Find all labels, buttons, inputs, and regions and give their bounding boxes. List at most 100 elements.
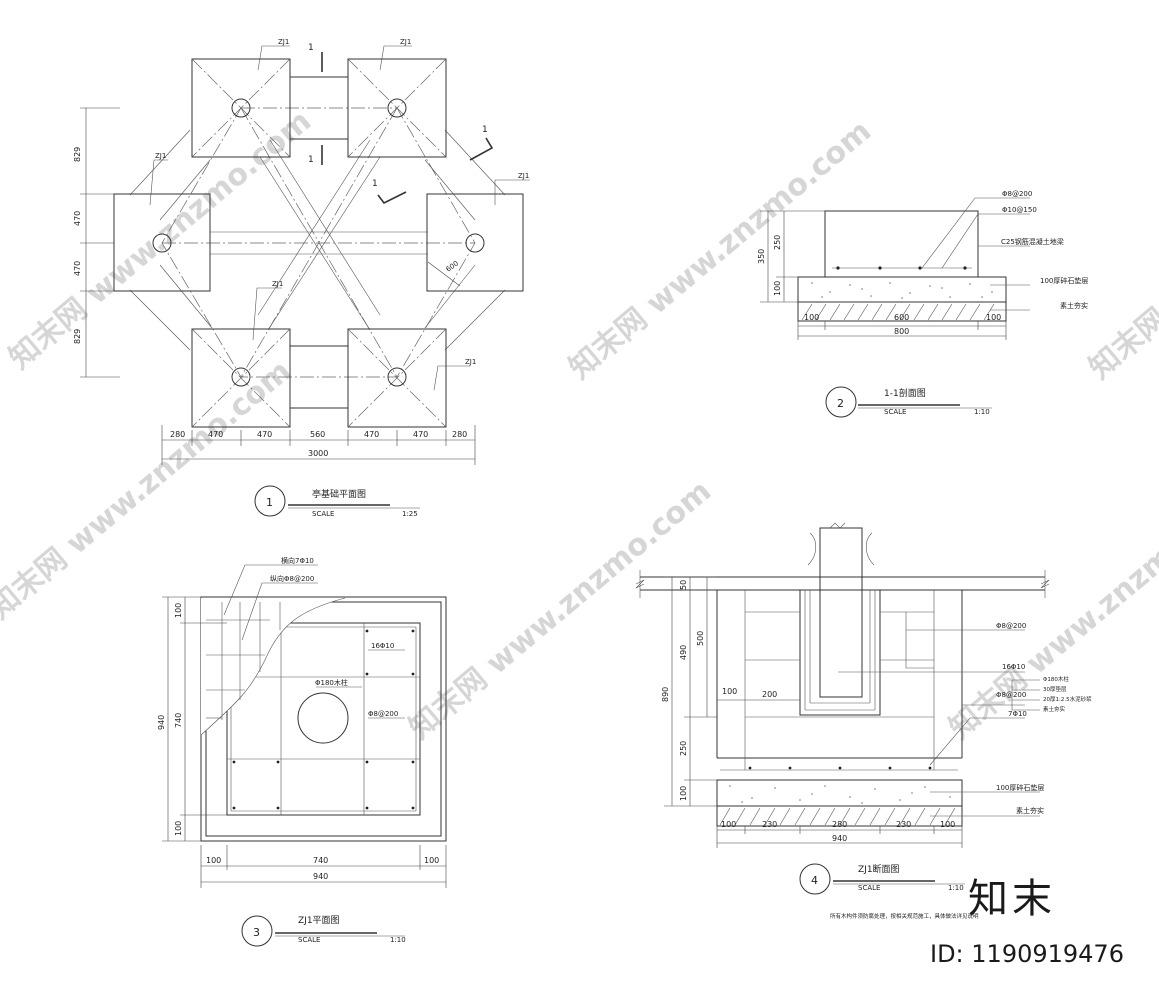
sec4-layer-3: 20厚1:2.5水泥砂浆 xyxy=(1043,695,1092,703)
plan3-column-label: Φ180木柱 xyxy=(315,678,348,687)
footing-left xyxy=(113,193,211,292)
plan1-dim-bottom-5: 470 xyxy=(364,430,379,439)
footing-bottom-left xyxy=(191,328,291,428)
sec4-layer-4: 素土夯实 xyxy=(1043,705,1066,713)
sec4-rebar-a: Φ8@200 xyxy=(996,622,1026,630)
sec11-dim-h-1: 100 xyxy=(804,313,819,322)
plan3-dim-total-h: 940 xyxy=(313,872,328,881)
plan3-dim-total-v: 940 xyxy=(157,715,166,730)
sec4-dim-h-1: 100 xyxy=(721,820,736,829)
plan3-column xyxy=(297,692,349,744)
plan1-label-zj1-c: ZJ1 xyxy=(155,152,166,160)
sec4-gravel-label: 100厚碎石垫层 xyxy=(996,783,1044,792)
plan1-dim-bottom-7: 280 xyxy=(452,430,467,439)
watermark-4: 知末网 www.znzmo.com xyxy=(403,474,718,747)
plan1-hexagon xyxy=(161,107,476,378)
sec4-dim-h-3: 280 xyxy=(832,820,847,829)
plan3-dim-v-3: 100 xyxy=(174,821,183,836)
sec11-number: 2 xyxy=(837,397,844,410)
sec11-dim-h-2: 600 xyxy=(894,313,909,322)
watermark-3: 知末网 www.znzmo.com xyxy=(0,354,298,627)
plan3-dim-v-1: 100 xyxy=(174,603,183,618)
sec11-rebar-top: Φ8@200 xyxy=(1002,190,1032,198)
sec4-soil-label: 素土夯实 xyxy=(1016,806,1044,815)
plan3-inner xyxy=(226,622,421,816)
plan1-label-zj1-d: ZJ1 xyxy=(518,172,529,180)
sec4-scale: 1:10 xyxy=(948,884,964,892)
plan1-number: 1 xyxy=(266,496,273,509)
footing-bottom-right xyxy=(347,328,447,428)
plan1-dim-total: 3000 xyxy=(308,449,328,458)
column-5 xyxy=(231,367,251,387)
sec4-layer-1: Φ180木柱 xyxy=(1043,675,1069,683)
sec4-rebar-b: 16Φ10 xyxy=(1002,663,1025,671)
plan3-title: ZJ1平面图 xyxy=(298,915,340,926)
plan1-scale-label: SCALE xyxy=(312,510,334,518)
sec4-dim-v-500: 500 xyxy=(696,631,705,646)
sec11-title-circle xyxy=(825,386,857,418)
plan3-scale: 1:10 xyxy=(390,936,406,944)
column-3 xyxy=(152,233,172,253)
sec11-dim-v-3: 100 xyxy=(773,281,782,296)
plan3-number: 3 xyxy=(253,926,260,939)
plan1-label-zj1-f: ZJ1 xyxy=(465,358,476,366)
watermark-1: 知末网 www.znzmo.com xyxy=(3,104,318,377)
sec4-dim-v-2: 490 xyxy=(679,645,688,660)
plan3-title-circle xyxy=(241,915,273,947)
plan1-section-mark-c: 1 xyxy=(482,125,488,135)
sec4-gravel xyxy=(716,779,963,807)
plan1-dim-left-2: 470 xyxy=(73,211,82,226)
sec4-scale-label: SCALE xyxy=(858,884,880,892)
footing-right xyxy=(426,193,524,292)
sec4-dim-h-5: 100 xyxy=(940,820,955,829)
plan3-dim-h-2: 740 xyxy=(313,856,328,865)
plan1-dim-left-1: 829 xyxy=(73,147,82,162)
plan3-scale-label: SCALE xyxy=(298,936,320,944)
plan3-rebar-d: Φ8@200 xyxy=(368,710,398,718)
sec11-beam xyxy=(824,210,979,278)
sec4-dim-h-2: 230 xyxy=(762,820,777,829)
sec4-dim-total: 940 xyxy=(832,834,847,843)
sec4-rebar-c: Φ8@200 xyxy=(996,691,1026,699)
plan1-label-zj1-b: ZJ1 xyxy=(400,38,411,46)
plan3-dim-h-3: 100 xyxy=(424,856,439,865)
watermark-6: 知末网 www.znzmo.com xyxy=(1083,114,1159,387)
plan1-scale: 1:25 xyxy=(402,510,418,518)
plan1-dim-bottom-3: 470 xyxy=(257,430,272,439)
sec4-number: 4 xyxy=(811,874,818,887)
sec11-scale: 1:10 xyxy=(974,408,990,416)
watermarks: 知末网 www.znzmo.com 知末网 www.znzmo.com 知末网 … xyxy=(0,104,1159,747)
plan1-dim-bottom-6: 470 xyxy=(413,430,428,439)
column-4 xyxy=(465,233,485,253)
sec11-dim-v-2: 250 xyxy=(773,235,782,250)
footing-top-left xyxy=(191,58,291,158)
plan1-section-mark-d: 1 xyxy=(372,179,378,189)
plan1-label-zj1-e: ZJ1 xyxy=(272,280,283,288)
plan3-rebar-a: 横向7Φ10 xyxy=(281,556,314,565)
sec11-dim-v-1: 350 xyxy=(757,249,766,264)
sec11-soil xyxy=(797,301,1007,322)
plan1-title-circle xyxy=(254,485,286,517)
section-4-zj1: Φ8@200 16Φ10 Φ8@200 7Φ10 Φ180木柱 30厚垫层 20… xyxy=(635,522,1092,920)
plan1-dim-bottom-2: 470 xyxy=(208,430,223,439)
column-2 xyxy=(387,98,407,118)
sec11-title: 1-1剖面图 xyxy=(884,387,926,399)
sec4-dim-v-4: 100 xyxy=(679,786,688,801)
plan3-rebar-c: 16Φ10 xyxy=(371,642,394,650)
sec4-dim-200: 200 xyxy=(762,690,777,699)
plan1-section-mark-a: 1 xyxy=(308,43,314,53)
sec4-dim-v-3: 250 xyxy=(679,741,688,756)
plan1-dim-bottom-1: 280 xyxy=(170,430,185,439)
sec11-dim-total: 800 xyxy=(894,327,909,336)
plan1-dim-left-3: 470 xyxy=(73,261,82,276)
sec4-layer-2: 30厚垫层 xyxy=(1043,685,1067,693)
sec11-rebar-2: Φ10@150 xyxy=(1002,206,1037,214)
id-text: ID: 1190919476 xyxy=(930,940,1124,968)
sec11-gravel-label: 100厚碎石垫层 xyxy=(1040,276,1088,285)
sec11-dim-h-3: 100 xyxy=(986,313,1001,322)
plan3-rebar-b: 纵向Φ8@200 xyxy=(270,574,314,583)
sec11-scale-label: SCALE xyxy=(884,408,906,416)
sec4-dim-100: 100 xyxy=(722,687,737,696)
